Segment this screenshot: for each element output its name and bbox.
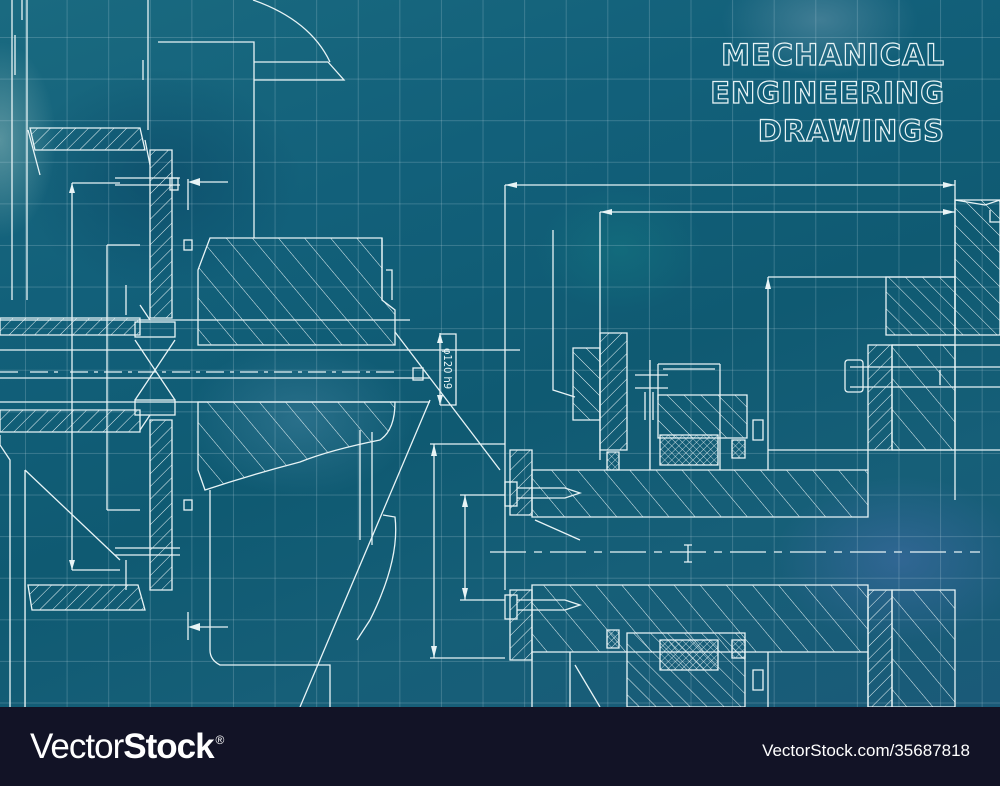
logo-text-bold: Stock <box>123 727 214 766</box>
title-block: MECHANICAL ENGINEERING DRAWINGS <box>710 36 945 150</box>
title-line-1: MECHANICAL <box>720 37 945 72</box>
title-line-2: ENGINEERING <box>710 75 945 110</box>
diameter-dimension-label: φ120 h9 <box>441 348 454 389</box>
vectorstock-logo: VectorStock® <box>30 727 225 767</box>
blueprint-artwork: φ120 h9 MECHANICAL ENGINEERING DRAWINGS <box>0 0 1000 707</box>
image-reference-link: VectorStock.com/35687818 <box>762 741 970 760</box>
watermark-footer: VectorStock® VectorStock.com/35687818 <box>0 707 1000 786</box>
title-line-3: DRAWINGS <box>757 113 945 148</box>
logo-text-light: Vector <box>30 727 124 766</box>
mechanical-drawing: φ120 h9 <box>0 0 1000 707</box>
registered-mark-icon: ® <box>215 733 225 747</box>
